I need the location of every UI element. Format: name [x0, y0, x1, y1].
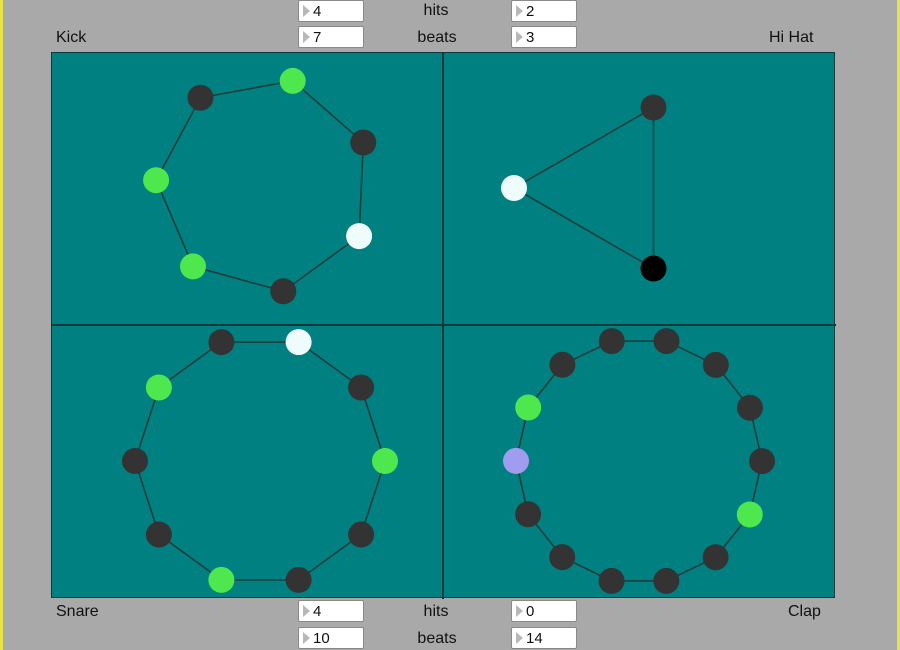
clap-beat-dot[interactable] [598, 328, 625, 355]
clap-hits-input[interactable]: 0 [511, 600, 577, 622]
kick-hits-value: 4 [313, 2, 322, 20]
snare-beat-dot[interactable] [285, 329, 312, 356]
clap-beat-dot[interactable] [653, 567, 680, 594]
number-arrow-icon [516, 5, 523, 17]
snare-beats-value: 10 [313, 629, 330, 647]
clap-beats-value: 14 [526, 629, 543, 647]
clap-beat-dot[interactable] [503, 447, 529, 474]
snare-beat-dot[interactable] [122, 448, 148, 474]
kick-beat-dot[interactable] [270, 278, 297, 305]
number-arrow-icon [516, 31, 523, 43]
clap-beat-dot[interactable] [549, 351, 576, 378]
clap-beats-input[interactable]: 14 [511, 627, 577, 649]
clap-beat-dot[interactable] [653, 328, 680, 355]
kick-label: Kick [56, 29, 87, 46]
kick-beat-dot[interactable] [180, 253, 206, 280]
clap-beat-dot[interactable] [515, 501, 542, 528]
hihat-hits-value: 2 [526, 2, 535, 20]
kick-beat-dot[interactable] [346, 223, 373, 250]
clap-beat-dot[interactable] [702, 351, 729, 378]
snare-hits-value: 4 [313, 602, 322, 620]
window-edge-left [0, 0, 3, 650]
clap-beat-dot[interactable] [736, 501, 763, 528]
top-beats-label: beats [417, 29, 457, 46]
snare-beat-dot[interactable] [145, 521, 172, 548]
snare-beat-dot[interactable] [208, 329, 235, 356]
hihat-beat-dot[interactable] [640, 255, 667, 282]
rhythm-rings [52, 53, 836, 599]
top-hits-label: hits [423, 2, 449, 19]
hihat-beat-dot[interactable] [640, 94, 667, 121]
kick-ring-outline [155, 80, 365, 293]
number-arrow-icon [516, 632, 523, 644]
hihat-hits-input[interactable]: 2 [511, 0, 577, 22]
snare-hits-input[interactable]: 4 [298, 600, 364, 622]
snare-beat-dot[interactable] [145, 374, 172, 401]
hihat-beats-value: 3 [526, 28, 535, 46]
hihat-beat-dot[interactable] [501, 175, 527, 201]
snare-label: Snare [56, 603, 99, 620]
kick-beat-dot[interactable] [279, 67, 306, 94]
number-arrow-icon [516, 605, 523, 617]
clap-beat-dot[interactable] [749, 448, 775, 475]
hihat-ring-outline [512, 106, 655, 270]
kick-beats-input[interactable]: 7 [298, 26, 364, 48]
kick-beat-dot[interactable] [187, 84, 214, 111]
bottom-beats-label: beats [417, 630, 457, 647]
hihat-label: Hi Hat [769, 29, 814, 46]
kick-hits-input[interactable]: 4 [298, 0, 364, 22]
number-arrow-icon [303, 31, 310, 43]
hihat-beats-input[interactable]: 3 [511, 26, 577, 48]
clap-hits-value: 0 [526, 602, 535, 620]
snare-ring-outline [134, 341, 386, 581]
clap-beat-dot[interactable] [598, 567, 625, 594]
clap-ring-outline [515, 340, 763, 582]
kick-beat-dot[interactable] [350, 129, 377, 156]
number-arrow-icon [303, 632, 310, 644]
bottom-hits-label: hits [423, 603, 449, 620]
kick-beat-dot[interactable] [143, 167, 170, 194]
snare-beat-dot[interactable] [348, 521, 375, 548]
clap-beat-dot[interactable] [549, 544, 576, 571]
clap-beat-dot[interactable] [702, 544, 729, 571]
clap-beat-dot[interactable] [515, 394, 542, 421]
number-arrow-icon [303, 605, 310, 617]
rhythm-canvas[interactable] [51, 52, 836, 599]
kick-beats-value: 7 [313, 28, 322, 46]
snare-beat-dot[interactable] [208, 566, 235, 593]
clap-label: Clap [788, 603, 821, 620]
snare-beat-dot[interactable] [285, 566, 312, 593]
snare-beat-dot[interactable] [372, 448, 398, 474]
clap-beat-dot[interactable] [736, 394, 763, 421]
snare-beat-dot[interactable] [348, 374, 375, 401]
number-arrow-icon [303, 5, 310, 17]
snare-beats-input[interactable]: 10 [298, 627, 364, 649]
window-edge-right [897, 0, 900, 650]
